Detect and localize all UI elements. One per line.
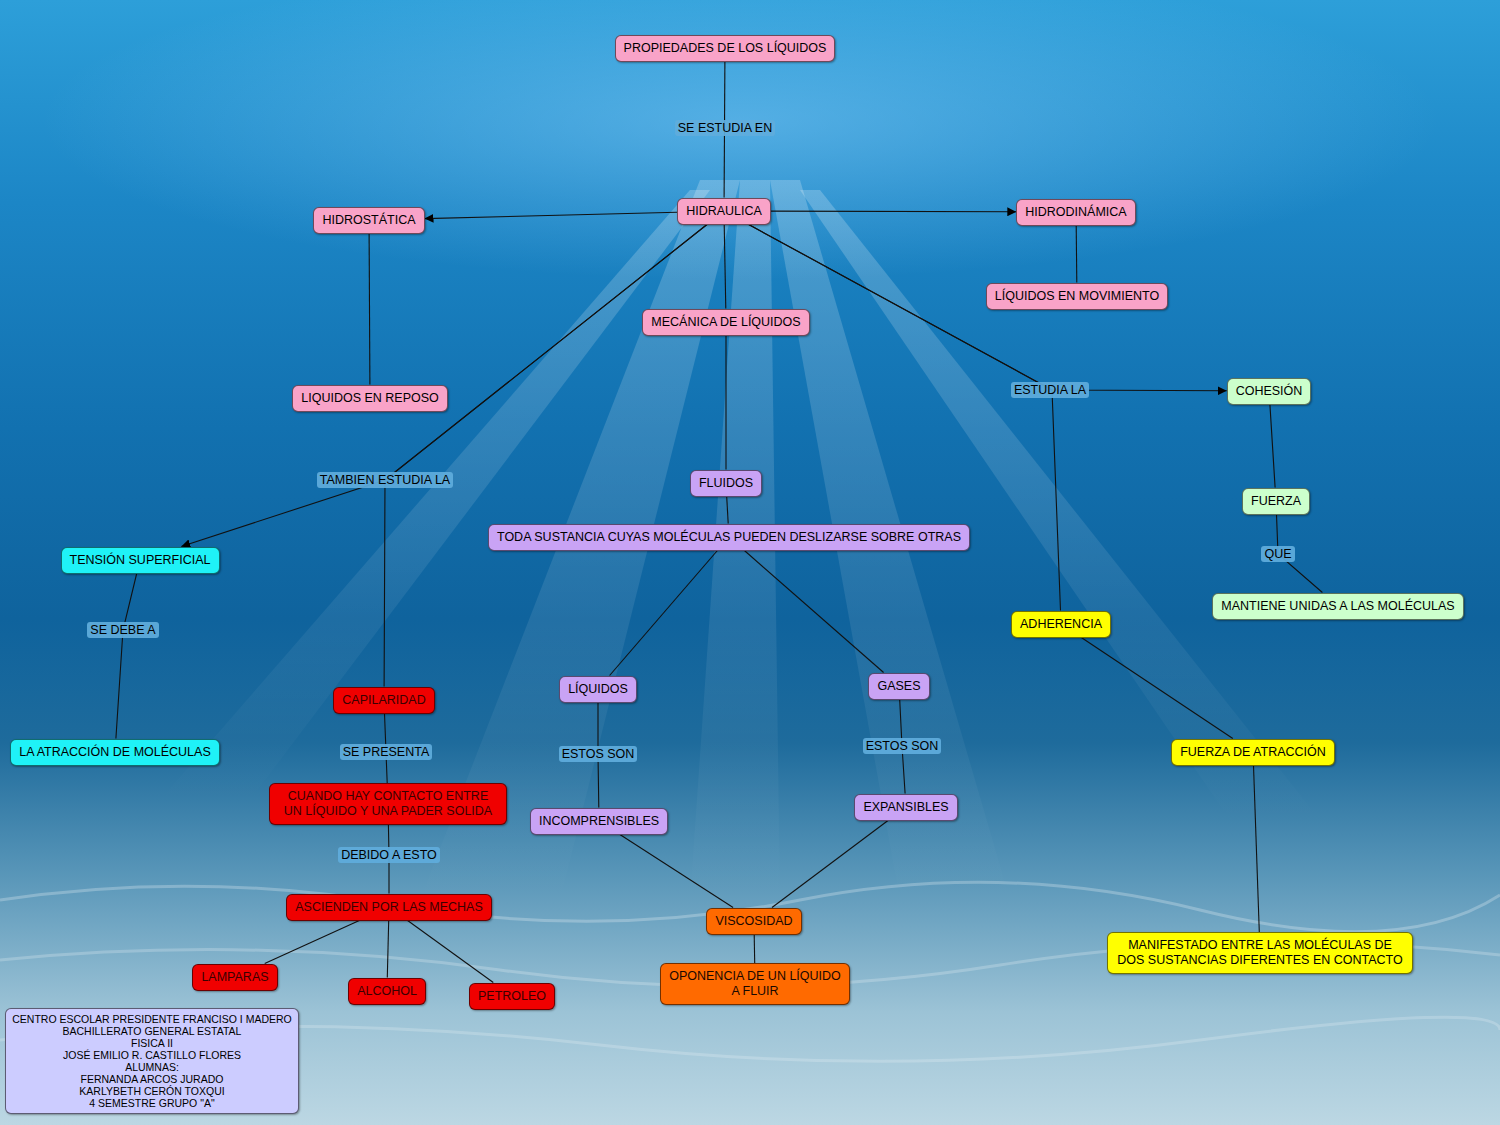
connector-line <box>425 212 678 218</box>
connector-line <box>181 225 707 547</box>
node-text: BACHILLERATO GENERAL ESTATAL <box>12 1025 292 1037</box>
node-text: 4 SEMESTRE GRUPO "A" <box>12 1097 292 1109</box>
connector-line <box>771 211 1016 213</box>
concept-box: OPONENCIA DE UN LÍQUIDO A FLUIR <box>660 963 850 1005</box>
connector-line <box>408 921 494 983</box>
concept-box: MANTIENE UNIDAS A LAS MOLÉCULAS <box>1212 593 1463 620</box>
connector-line <box>754 935 756 964</box>
concept-box: COHESIÓN <box>1227 378 1312 405</box>
node-text: OPONENCIA DE UN LÍQUIDO A FLUIR <box>669 969 841 999</box>
connector-line <box>725 336 726 470</box>
connector-line <box>610 551 718 676</box>
node-text: MANTIENE UNIDAS A LAS MOLÉCULAS <box>1221 599 1454 614</box>
node-text: LÍQUIDOS EN MOVIMIENTO <box>995 289 1159 304</box>
connector-line <box>744 551 883 673</box>
concept-box: MECÁNICA DE LÍQUIDOS <box>642 309 809 336</box>
connector-line <box>1254 766 1260 933</box>
connector-line <box>772 821 888 908</box>
node-text: ADHERENCIA <box>1020 617 1102 632</box>
connector-label: SE ESTUDIA EN <box>675 120 775 136</box>
connector-line <box>1076 226 1078 283</box>
node-text: FISICA II <box>12 1037 292 1049</box>
concept-box: HIDRAULICA <box>677 198 771 225</box>
node-text: HIDROSTÁTICA <box>322 213 415 228</box>
node-text: ALUMNAS: <box>12 1061 292 1073</box>
connector-line <box>265 921 360 964</box>
concept-box: PROPIEDADES DE LOS LÍQUIDOS <box>615 35 836 62</box>
node-text: FUERZA DE ATRACCIÓN <box>1180 745 1326 760</box>
concept-box: FUERZA <box>1242 488 1310 515</box>
connector-label: ESTOS SON <box>863 738 942 754</box>
node-text: ASCIENDEN POR LAS MECHAS <box>295 900 483 915</box>
connector-label: TAMBIEN ESTUDIA LA <box>317 472 453 488</box>
credits-box: CENTRO ESCOLAR PRESIDENTE FRANCISO I MAD… <box>5 1008 299 1115</box>
node-text: EXPANSIBLES <box>863 800 948 815</box>
node-text: CENTRO ESCOLAR PRESIDENTE FRANCISO I MAD… <box>12 1013 292 1025</box>
concept-box: VISCOSIDAD <box>706 908 801 935</box>
concept-box: HIDRODINÁMICA <box>1016 199 1135 226</box>
concept-box: GASES <box>868 673 929 700</box>
node-text: GASES <box>877 679 920 694</box>
connector-line <box>620 835 733 908</box>
connector-label: SE DEBE A <box>87 622 158 638</box>
concept-box: CAPILARIDAD <box>333 687 434 714</box>
concept-box: FUERZA DE ATRACCIÓN <box>1171 739 1335 766</box>
concept-box: FLUIDOS <box>690 470 762 497</box>
concept-box: TENSIÓN SUPERFICIAL <box>61 547 220 574</box>
node-text: CUANDO HAY CONTACTO ENTRE UN LÍQUIDO Y U… <box>278 789 498 819</box>
node-text: INCOMPRENSIBLES <box>539 814 659 829</box>
concept-box: CUANDO HAY CONTACTO ENTRE UN LÍQUIDO Y U… <box>269 783 507 825</box>
node-text: TENSIÓN SUPERFICIAL <box>70 553 211 568</box>
concept-box: PETROLEO <box>469 983 555 1010</box>
node-text: MANIFESTADO ENTRE LAS MOLÉCULAS DE DOS S… <box>1116 938 1404 968</box>
node-text: COHESIÓN <box>1236 384 1303 399</box>
node-text: JOSÉ EMILIO R. CASTILLO FLORES <box>12 1049 292 1061</box>
connector-line <box>727 497 729 524</box>
connector-line <box>387 921 388 978</box>
concept-box: TODA SUSTANCIA CUYAS MOLÉCULAS PUEDEN DE… <box>488 524 970 551</box>
node-text: PROPIEDADES DE LOS LÍQUIDOS <box>624 41 827 56</box>
connector-line <box>1081 638 1233 739</box>
concept-box: LÍQUIDOS EN MOVIMIENTO <box>986 283 1168 310</box>
connector-line <box>116 574 137 739</box>
concept-box: ALCOHOL <box>348 978 426 1005</box>
connector-line <box>369 234 371 385</box>
concept-box: INCOMPRENSIBLES <box>530 808 668 835</box>
connector-line <box>1270 405 1275 488</box>
node-text: MECÁNICA DE LÍQUIDOS <box>651 315 800 330</box>
node-text: FERNANDA ARCOS JURADO <box>12 1073 292 1085</box>
node-text: LÍQUIDOS <box>568 682 628 697</box>
connector-line <box>749 225 1227 391</box>
concept-box: LAMPARAS <box>192 964 277 991</box>
node-text: CAPILARIDAD <box>342 693 425 708</box>
node-text: KARLYBETH CERÓN TOXQUI <box>12 1085 292 1097</box>
node-text: FLUIDOS <box>699 476 753 491</box>
node-text: HIDRODINÁMICA <box>1025 205 1126 220</box>
node-text: LAMPARAS <box>201 970 268 985</box>
concept-box: LA ATRACCIÓN DE MOLÉCULAS <box>10 739 220 766</box>
concept-box: EXPANSIBLES <box>854 794 957 821</box>
node-text: FUERZA <box>1251 494 1301 509</box>
node-text: ALCOHOL <box>357 984 417 999</box>
connector-label: DEBIDO A ESTO <box>338 847 440 863</box>
connector-label: QUE <box>1261 546 1294 562</box>
node-text: VISCOSIDAD <box>715 914 792 929</box>
concept-box: ASCIENDEN POR LAS MECHAS <box>286 894 492 921</box>
concept-box: ADHERENCIA <box>1011 611 1111 638</box>
concept-box: MANIFESTADO ENTRE LAS MOLÉCULAS DE DOS S… <box>1107 932 1413 974</box>
node-text: LIQUIDOS EN REPOSO <box>301 391 439 406</box>
connector-line <box>724 225 726 309</box>
node-text: PETROLEO <box>478 989 546 1004</box>
connector-label: SE PRESENTA <box>340 744 433 760</box>
node-text: HIDRAULICA <box>686 204 762 219</box>
concept-box: LÍQUIDOS <box>559 676 637 703</box>
concept-box: LIQUIDOS EN REPOSO <box>292 385 448 412</box>
node-text: TODA SUSTANCIA CUYAS MOLÉCULAS PUEDEN DE… <box>497 530 961 545</box>
node-text: LA ATRACCIÓN DE MOLÉCULAS <box>19 745 211 760</box>
connector-line <box>384 225 707 687</box>
connector-label: ESTOS SON <box>559 746 638 762</box>
concept-box: HIDROSTÁTICA <box>313 207 424 234</box>
connector-label: ESTUDIA LA <box>1011 382 1089 398</box>
